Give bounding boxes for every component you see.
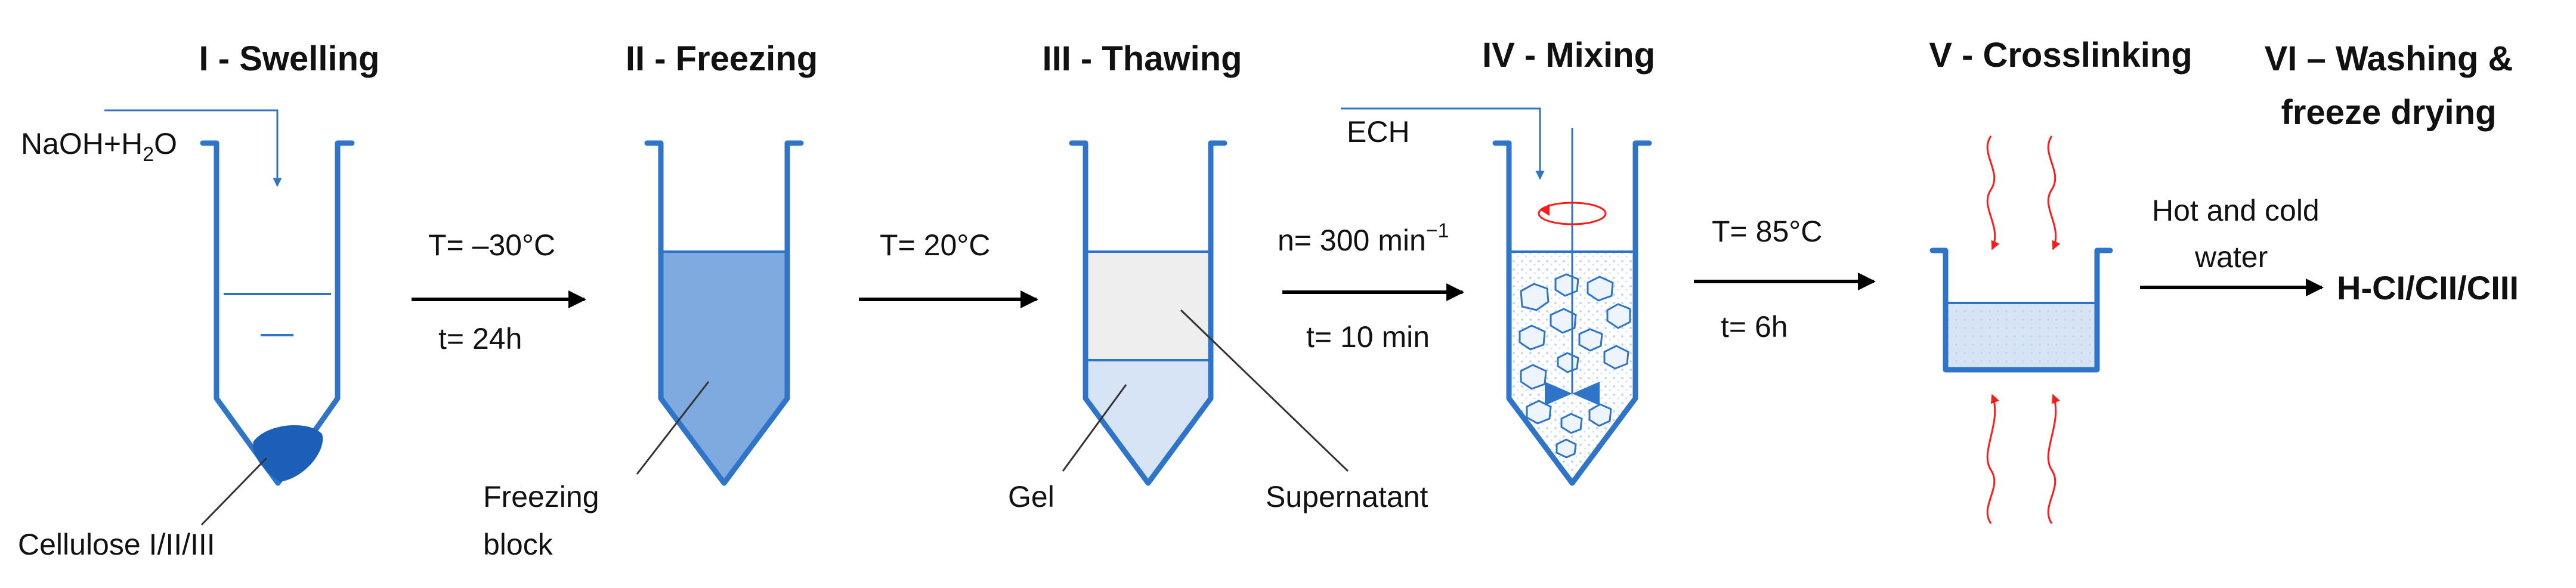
product-label: H-CI/CII/CIII: [2337, 269, 2519, 307]
heat-waves-top: [1986, 135, 2061, 250]
step-title-swelling: I - Swelling: [199, 39, 380, 78]
condition-4-temperature: T= 85°C: [1712, 215, 1822, 248]
condition-3-time: t= 10 min: [1306, 320, 1430, 354]
crosslinking-bath-texture: [1947, 303, 2095, 367]
freezing-block-label-line1: Freezing: [483, 480, 599, 513]
stirrer-impeller: [1545, 382, 1600, 406]
freezing-block-pointer-line: [636, 381, 710, 475]
tube-freezing: [644, 140, 804, 486]
condition-4-time: t= 6h: [1721, 310, 1788, 343]
step-title-freezing: II - Freezing: [626, 39, 818, 78]
tube-mixing: [1492, 140, 1652, 486]
naoh-label: NaOH+H2O: [21, 127, 177, 166]
rotation-arrowhead: [1540, 204, 1550, 216]
supernatant-pointer-line: [1180, 309, 1349, 472]
ech-label: ECH: [1347, 115, 1410, 148]
heat-waves-bottom: [1986, 394, 2060, 524]
frozen-block: [661, 252, 787, 483]
step-title-thawing: III - Thawing: [1042, 39, 1242, 78]
crosslinking-bath: [1929, 247, 2113, 373]
cellulose-pointer-line: [200, 457, 268, 526]
cellulose-sediment: [253, 425, 323, 482]
tube-swelling: [200, 140, 355, 486]
freezing-block-label-line2: block: [483, 528, 553, 561]
condition-5-line1: Hot and cold: [2152, 194, 2320, 227]
ech-addition-arrow: [1341, 107, 1545, 180]
gel-pointer-line: [1062, 384, 1127, 472]
condition-5-line2: water: [2194, 240, 2268, 274]
step-title-crosslinking: V - Crosslinking: [1929, 36, 2192, 75]
tube-thawing: [1069, 140, 1227, 486]
condition-3-stirring-speed: n= 300 min−1: [1278, 219, 1449, 257]
step-title-washing-line2: freeze drying: [2281, 93, 2497, 132]
supernatant-label: Supernatant: [1266, 480, 1428, 513]
step-title-mixing: IV - Mixing: [1482, 36, 1655, 75]
condition-2-temperature: T= 20°C: [880, 228, 990, 262]
supernatant-layer: [1086, 252, 1211, 360]
naoh-addition-arrow: [104, 109, 282, 187]
cellulose-label: Cellulose I/II/III: [18, 528, 215, 561]
gel-label: Gel: [1008, 480, 1054, 513]
rotation-indicator: [1538, 202, 1607, 225]
condition-1-temperature: T= –30°C: [428, 228, 555, 262]
step-title-washing-line1: VI – Washing &: [2265, 39, 2513, 78]
gel-layer: [1086, 360, 1211, 483]
condition-1-time: t= 24h: [438, 322, 522, 355]
